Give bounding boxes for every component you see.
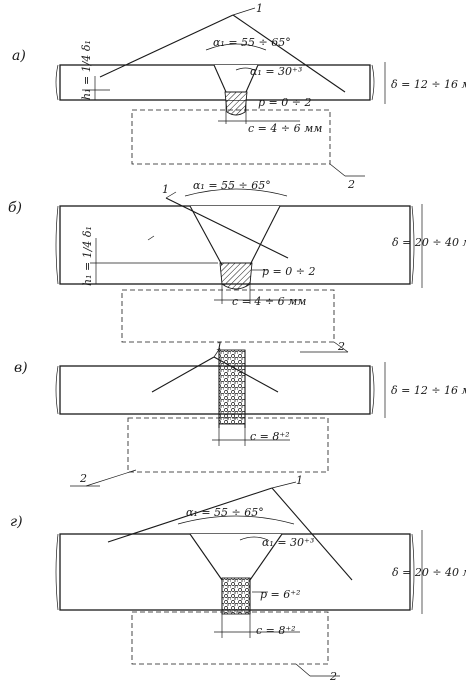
figure-a-backing xyxy=(131,109,331,165)
figure-a: a) 1 α₁ = 55 ÷ 65° α₁ = 30⁺³ h₁ = 1/4 δ₁… xyxy=(12,2,466,191)
figure-b-gap-label: c = 4 ÷ 6 мм xyxy=(232,295,306,308)
figure-b-callout-line xyxy=(165,197,289,259)
figure-a-angle-arc xyxy=(205,43,267,51)
figure-d-callout-line-left xyxy=(107,487,273,543)
figure-a-callout-2: 2 xyxy=(347,178,355,191)
figure-d-letter: г) xyxy=(10,514,23,530)
figure-d: г) 1 α₁ = 55 ÷ 65° α₁ = 30⁺³ p = 6⁺² c =… xyxy=(10,474,466,683)
figure-b-height-label: h₁ = 1/4 δ₁ xyxy=(81,226,94,286)
figure-a-angle1-label: α₁ = 55 ÷ 65° xyxy=(213,36,291,49)
figure-b-callout-2-leader xyxy=(333,341,349,353)
figure-d-break-left xyxy=(55,533,59,611)
figure-b-root-face-label: p = 0 ÷ 2 xyxy=(262,265,315,278)
figure-a-weld-root xyxy=(224,91,248,116)
figure-b-break-left xyxy=(55,205,59,285)
figure-d-callout-line-right xyxy=(271,487,353,581)
figure-c-callout-2: 2 xyxy=(79,472,87,485)
figure-c-plate xyxy=(59,365,371,415)
figure-c-callout-1: 1 xyxy=(216,340,223,353)
figure-a-callout-1-leader xyxy=(232,7,256,16)
figure-c-gap-label: c = 8⁺² xyxy=(250,430,290,443)
figure-b-callout-2: 2 xyxy=(337,340,345,353)
figure-b: б) 1 α₁ = 55 ÷ 65° h₁ = 1/4 δ₁ p = 0 ÷ 2… xyxy=(8,179,466,353)
figure-a-gap-label: c = 4 ÷ 6 мм xyxy=(248,122,322,135)
figure-c-letter: в) xyxy=(14,360,28,376)
figure-d-root-face-label: p = 6⁺² xyxy=(260,588,300,601)
figure-a-callout-2-leader xyxy=(329,163,346,177)
figure-d-gap-label: c = 8⁺² xyxy=(256,624,296,637)
figure-d-filler xyxy=(221,577,251,615)
figure-a-angle2-label: α₁ = 30⁺³ xyxy=(250,65,302,78)
figure-b-break-right xyxy=(411,205,415,285)
figure-a-groove xyxy=(214,65,258,100)
figure-d-groove-edge-right xyxy=(249,533,283,581)
figure-d-thickness-label: δ = 20 ÷ 40 мм xyxy=(392,566,466,579)
figure-b-groove-edge-left xyxy=(189,205,223,266)
figure-c-callout-line-left xyxy=(151,356,215,393)
figure-b-groove-edge-right xyxy=(249,205,281,266)
figure-a-letter: a) xyxy=(12,48,26,64)
figure-a-plate xyxy=(59,64,371,101)
figure-d-groove xyxy=(190,534,282,580)
figure-c-thickness-label: δ = 12 ÷ 16 мм xyxy=(391,384,466,397)
figure-c-filler xyxy=(218,349,246,425)
figure-c-callout-1-leader xyxy=(213,347,221,358)
figure-a-groove-edge-right xyxy=(245,64,259,93)
figure-c-break-left xyxy=(55,365,59,415)
figure-a-root-face-label: p = 0 ÷ 2 xyxy=(258,96,311,109)
figure-d-angle2-arc xyxy=(239,536,269,541)
figure-a-break-right xyxy=(371,64,375,101)
figure-d-callout-2: 2 xyxy=(329,670,337,683)
figure-a-height-label: h₁ = 1/4 δ₁ xyxy=(80,40,93,100)
figure-b-thickness-label: δ = 20 ÷ 40 мм xyxy=(392,236,466,249)
figure-a-callout-line-right xyxy=(232,14,346,93)
figure-a-callout-1: 1 xyxy=(256,2,263,15)
figure-b-callout-1-leader xyxy=(165,191,177,199)
figure-d-callout-2-leader xyxy=(295,663,311,677)
figure-d-break-right xyxy=(411,533,415,611)
figure-c-break-right xyxy=(371,365,375,415)
figure-c-callout-line-right xyxy=(213,356,279,393)
figure-b-angle1-label: α₁ = 55 ÷ 65° xyxy=(193,179,271,192)
figure-d-angle-arc xyxy=(177,515,295,525)
figure-b-backing xyxy=(121,289,335,343)
figure-a-groove-edge-left xyxy=(213,64,227,93)
figure-c-backing xyxy=(127,417,329,473)
figure-b-angle-arc xyxy=(184,188,288,197)
figure-b-weld-root xyxy=(219,262,253,290)
figure-b-letter: б) xyxy=(8,200,22,216)
figure-a-angle2-arc xyxy=(235,67,255,71)
figure-c: в) 1 c = 8⁺² 2 δ = 12 ÷ 16 мм xyxy=(14,340,466,487)
figure-d-callout-1: 1 xyxy=(296,474,303,487)
figure-a-callout-line-left xyxy=(99,14,234,78)
figure-b-tick xyxy=(147,235,155,241)
figure-c-callout-2-leader xyxy=(85,469,137,487)
figure-d-groove-edge-left xyxy=(189,533,223,581)
figure-a-break-left xyxy=(55,64,59,101)
figure-a-thickness-label: δ = 12 ÷ 16 мм xyxy=(391,78,466,91)
figure-d-backing xyxy=(131,611,329,665)
figure-d-callout-1-leader xyxy=(271,481,297,489)
figure-d-angle1-label: α₁ = 55 ÷ 65° xyxy=(186,506,264,519)
figure-b-callout-1: 1 xyxy=(162,183,169,196)
figure-d-angle2-label: α₁ = 30⁺³ xyxy=(262,536,314,549)
